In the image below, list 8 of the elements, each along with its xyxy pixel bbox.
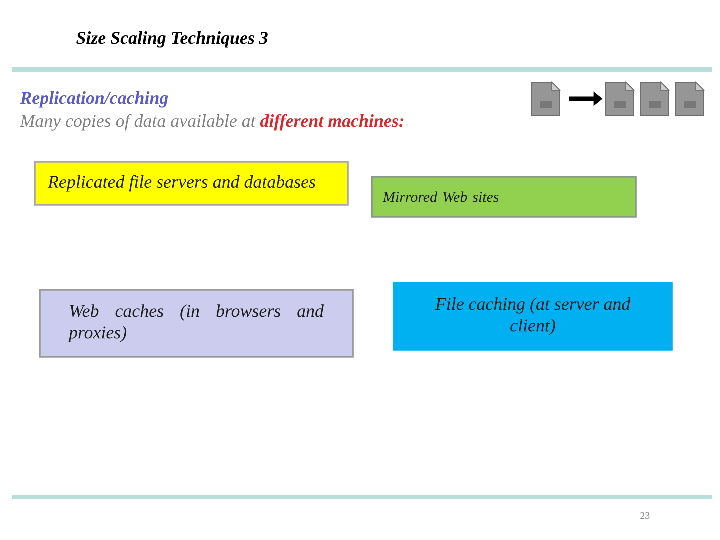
text-box: Replicated file servers and databases: [34, 161, 349, 206]
slide-title: Size Scaling Techniques 3: [76, 32, 268, 48]
text-box: Mirrored Web sites: [371, 176, 637, 218]
text-box: File caching (at server and client): [393, 282, 673, 351]
sentence-text: Many copies of data available at different machines:: [20, 114, 404, 131]
text-box: Web caches (in browsers and proxies): [39, 289, 354, 358]
subheading: Replication/caching: [20, 92, 168, 108]
page-number: 23: [640, 512, 650, 520]
